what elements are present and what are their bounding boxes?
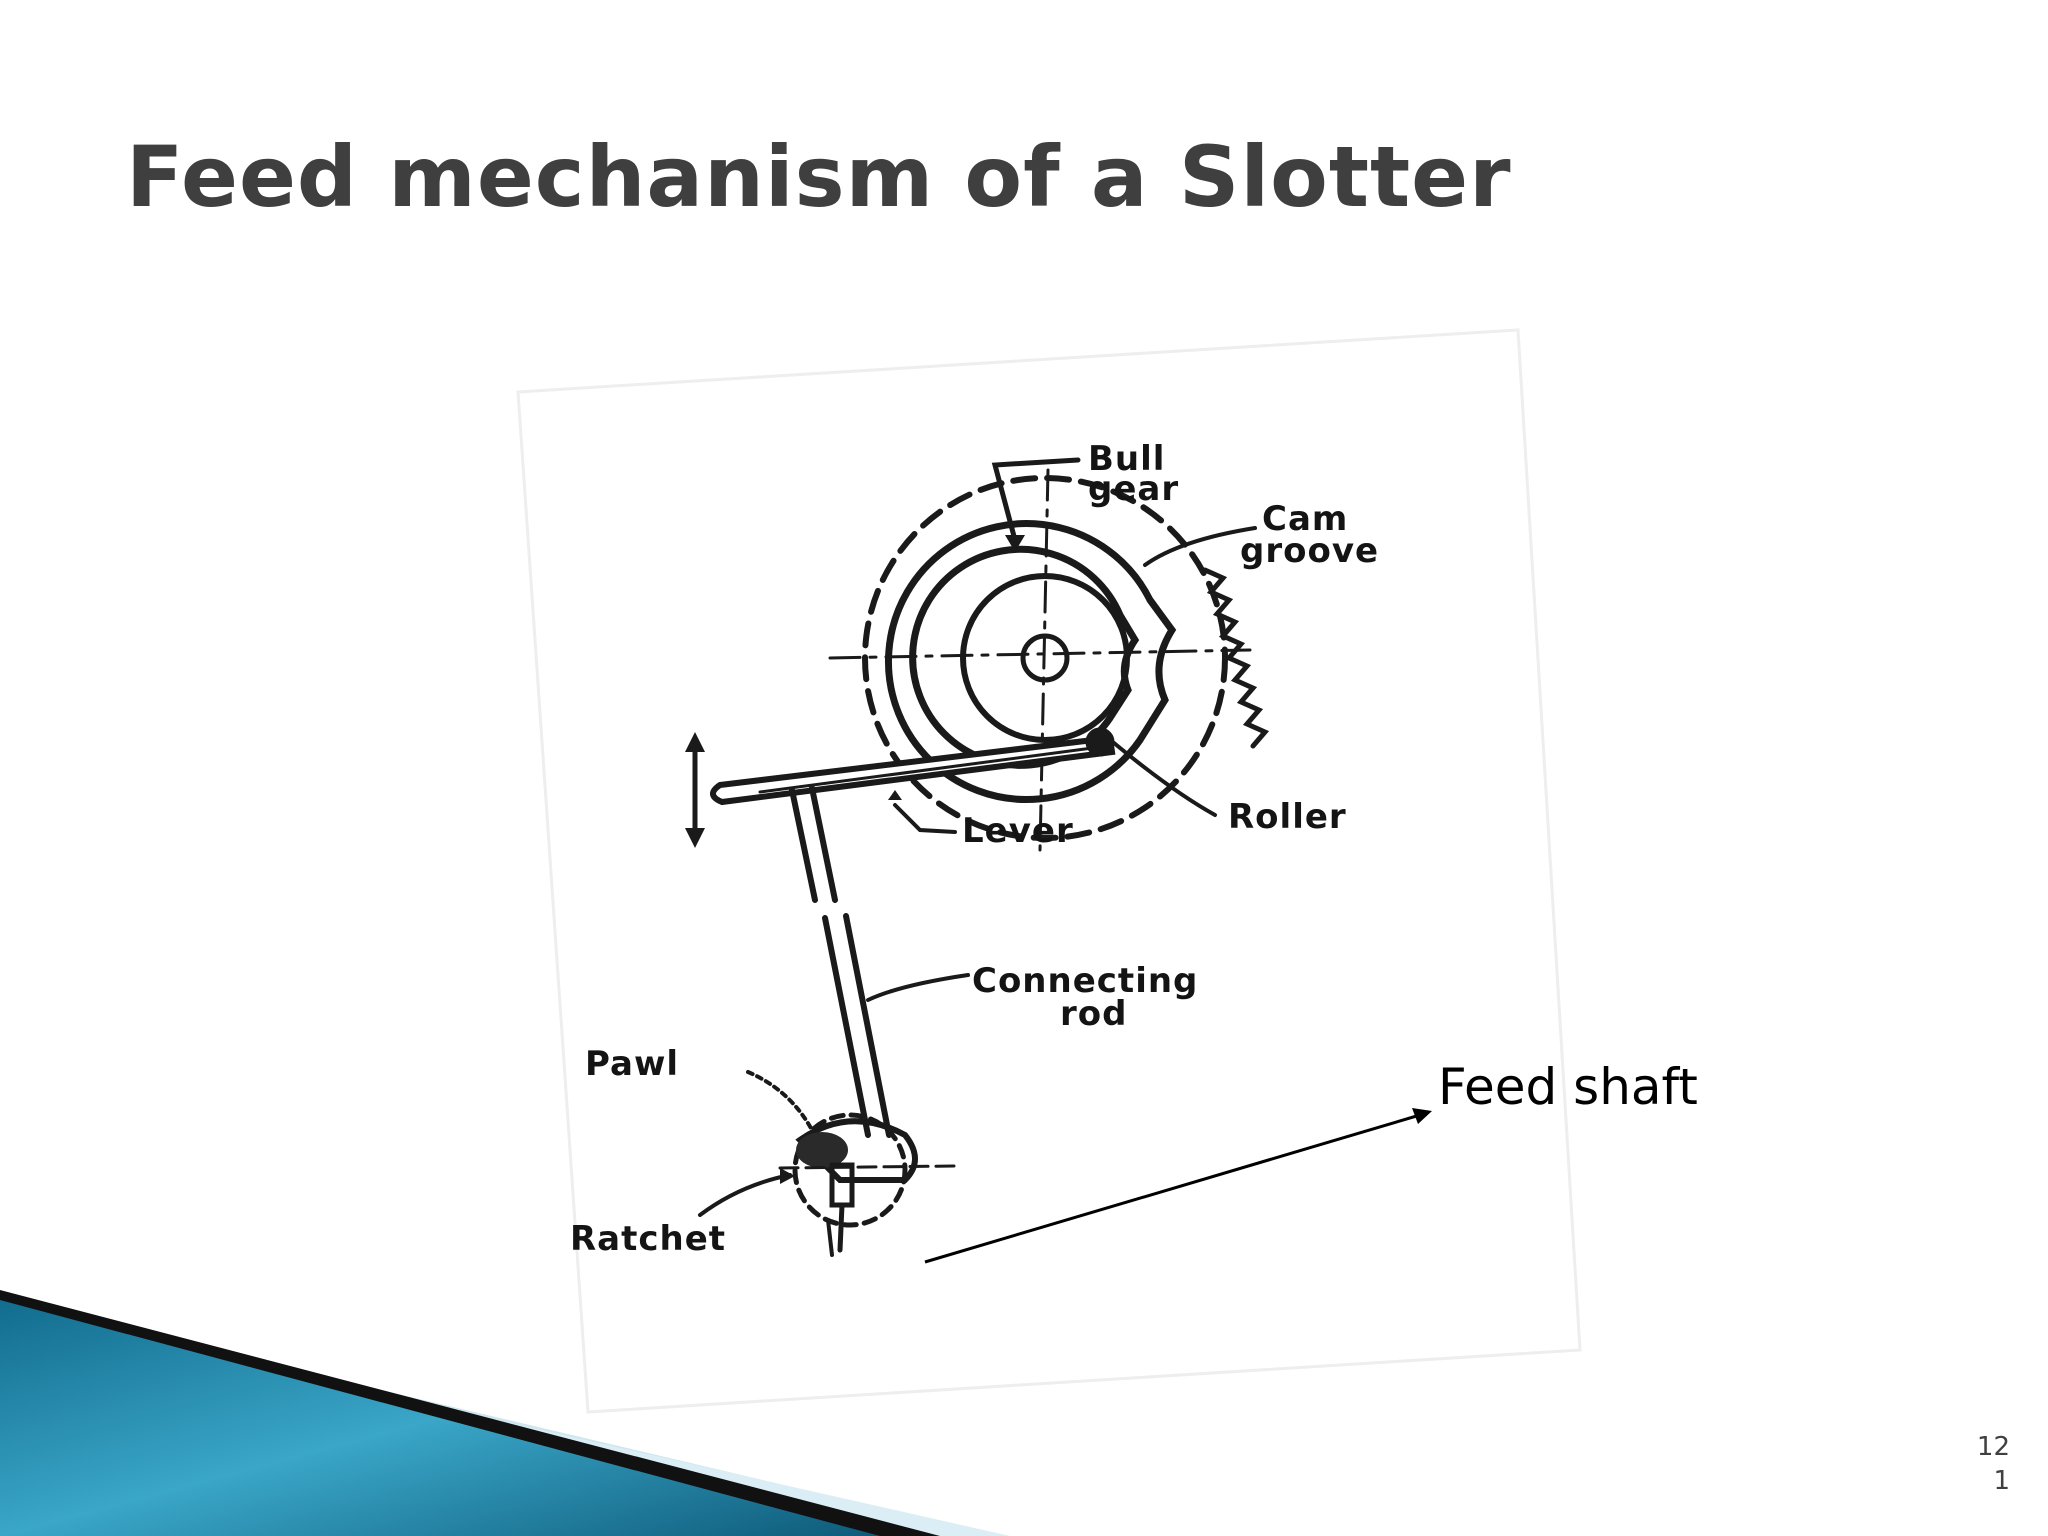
ratchet-leader (698, 1173, 792, 1217)
scan-paper (516, 328, 1582, 1414)
lever-leader (893, 803, 957, 834)
pawl-leader (746, 1070, 814, 1132)
roller (1085, 727, 1115, 757)
gear-teeth (1202, 567, 1270, 749)
label-connecting-rod: Connecting (972, 961, 1198, 1001)
bull-gear (862, 475, 1228, 841)
label-bull-gear: Bull (1088, 439, 1165, 479)
bull-gear-leader (991, 457, 1081, 543)
label-bull-gear-2: gear (1088, 469, 1179, 509)
slide-number-line2: 1 (1993, 1466, 2010, 1496)
feed-shaft-arrow (924, 1113, 1421, 1264)
cam-groove-leader (1143, 526, 1257, 567)
label-roller: Roller (1228, 797, 1347, 837)
cam-groove-outer (884, 520, 1177, 804)
feed-shaft-label: Feed shaft (1438, 1058, 1698, 1116)
cam-groove-inner (909, 545, 1140, 769)
ratchet-wheel (792, 1112, 908, 1228)
label-ratchet: Ratchet (570, 1219, 726, 1259)
connecting-rod (789, 785, 892, 1138)
slide-number: 12 1 (1950, 1430, 2010, 1498)
centerline-horizontal (828, 648, 1252, 660)
hub-ring (960, 573, 1130, 743)
label-connecting-rod-2: rod (1060, 994, 1127, 1034)
label-cam-groove-2: groove (1240, 531, 1379, 571)
feed-shaft-arrowhead (1412, 1108, 1432, 1124)
label-pawl: Pawl (585, 1044, 679, 1084)
slide-title: Feed mechanism of a Slotter (126, 128, 1512, 226)
label-cam-groove: Cam (1262, 499, 1348, 539)
slide-number-line1: 12 (1976, 1432, 2010, 1462)
label-lever: Lever (962, 811, 1074, 851)
connecting-rod-leader (866, 973, 970, 1002)
roller-leader (1106, 736, 1217, 817)
centerline-vertical (1038, 468, 1050, 852)
pawl (796, 1132, 848, 1168)
pawl-body (795, 1118, 918, 1183)
